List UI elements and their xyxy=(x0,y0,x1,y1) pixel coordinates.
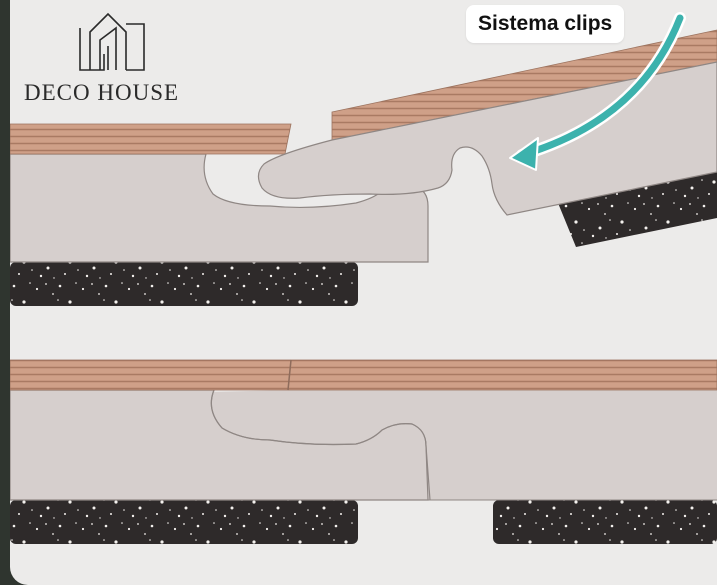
brand-name: DECO HOUSE xyxy=(24,80,180,105)
wood-veneer-right-top xyxy=(331,29,717,141)
joint-line xyxy=(210,389,431,501)
brand-logo: DECO HOUSE xyxy=(24,10,184,105)
click-system-diagram xyxy=(10,12,717,544)
underlay-right-bottom xyxy=(493,500,717,544)
clip-system-label: Sistema clips xyxy=(466,5,625,43)
curved-arrow-icon xyxy=(518,14,684,159)
underlay-left-top xyxy=(10,262,358,306)
underlay-left-bottom xyxy=(10,500,358,544)
house-logo-icon xyxy=(79,12,145,71)
arrow-head xyxy=(509,137,539,171)
underlay-right-top xyxy=(558,172,717,247)
veneer-seam xyxy=(287,359,292,391)
diagram-frame: DECO HOUSE Sistema clips xyxy=(10,0,717,585)
plank-right-top xyxy=(257,61,717,216)
wood-veneer-bottom xyxy=(10,359,717,391)
wood-veneer-left-top xyxy=(10,123,292,155)
